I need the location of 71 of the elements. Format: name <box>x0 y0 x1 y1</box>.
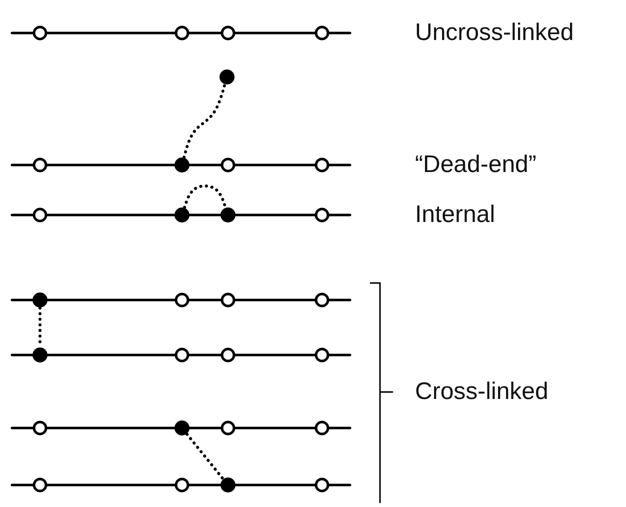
chain-segment <box>328 32 352 34</box>
open-bead <box>219 24 237 42</box>
chain-segment <box>328 426 352 430</box>
chain-segment <box>188 298 222 302</box>
chain-segment <box>10 484 34 486</box>
chain-segment <box>46 214 176 216</box>
open-bead <box>31 24 49 42</box>
chain-segment <box>188 484 222 486</box>
open-bead <box>219 156 237 174</box>
chain-segment <box>10 164 34 166</box>
chain-segment <box>328 214 352 216</box>
filled-bead <box>219 476 237 494</box>
open-bead <box>219 419 237 437</box>
row-label: Internal <box>415 201 496 229</box>
open-bead <box>173 291 191 309</box>
chain-segment <box>234 426 316 430</box>
chain-segment <box>188 32 222 34</box>
chain-segment <box>46 164 176 166</box>
row-label: “Dead-end” <box>415 151 536 179</box>
filled-bead <box>173 206 191 224</box>
chain-segment <box>188 354 222 356</box>
chain-segment <box>234 354 316 356</box>
open-bead <box>313 476 331 494</box>
chain-segment <box>10 214 34 216</box>
open-bead <box>31 419 49 437</box>
filled-bead <box>173 419 191 437</box>
chain-segment <box>234 32 316 34</box>
open-bead <box>313 156 331 174</box>
open-bead <box>219 291 237 309</box>
filled-bead <box>31 291 49 309</box>
open-bead <box>313 419 331 437</box>
filled-bead <box>218 68 236 86</box>
chain-segment <box>46 298 176 302</box>
open-bead <box>313 346 331 364</box>
chain-segment <box>10 298 34 302</box>
chain-segment <box>46 484 176 486</box>
open-bead <box>313 24 331 42</box>
chain-segment <box>328 164 352 166</box>
open-bead <box>31 206 49 224</box>
filled-bead <box>31 346 49 364</box>
row-label: Cross-linked <box>415 378 548 406</box>
chain-segment <box>234 214 316 216</box>
chain-segment <box>328 298 352 302</box>
chain-segment <box>234 484 316 486</box>
open-bead <box>313 291 331 309</box>
filled-bead <box>219 206 237 224</box>
chain-segment <box>10 32 34 34</box>
crosslink-line <box>186 432 224 480</box>
chain-segment <box>10 354 34 356</box>
crosslink-line <box>182 83 226 159</box>
chain-segment <box>188 164 222 166</box>
chain-segment <box>46 354 176 356</box>
chain-segment <box>328 354 352 356</box>
chain-segment <box>188 214 222 216</box>
chain-segment <box>46 426 176 430</box>
open-bead <box>313 206 331 224</box>
crosslink-line <box>183 184 227 209</box>
chain-segment <box>10 426 34 430</box>
filled-bead <box>173 156 191 174</box>
chain-segment <box>234 298 316 302</box>
open-bead <box>173 24 191 42</box>
chain-segment <box>46 32 176 34</box>
open-bead <box>219 346 237 364</box>
open-bead <box>31 156 49 174</box>
open-bead <box>31 476 49 494</box>
open-bead <box>173 346 191 364</box>
open-bead <box>173 476 191 494</box>
chain-segment <box>234 164 316 166</box>
chain-segment <box>188 426 222 430</box>
row-label: Uncross-linked <box>415 19 574 47</box>
chain-segment <box>328 484 352 486</box>
